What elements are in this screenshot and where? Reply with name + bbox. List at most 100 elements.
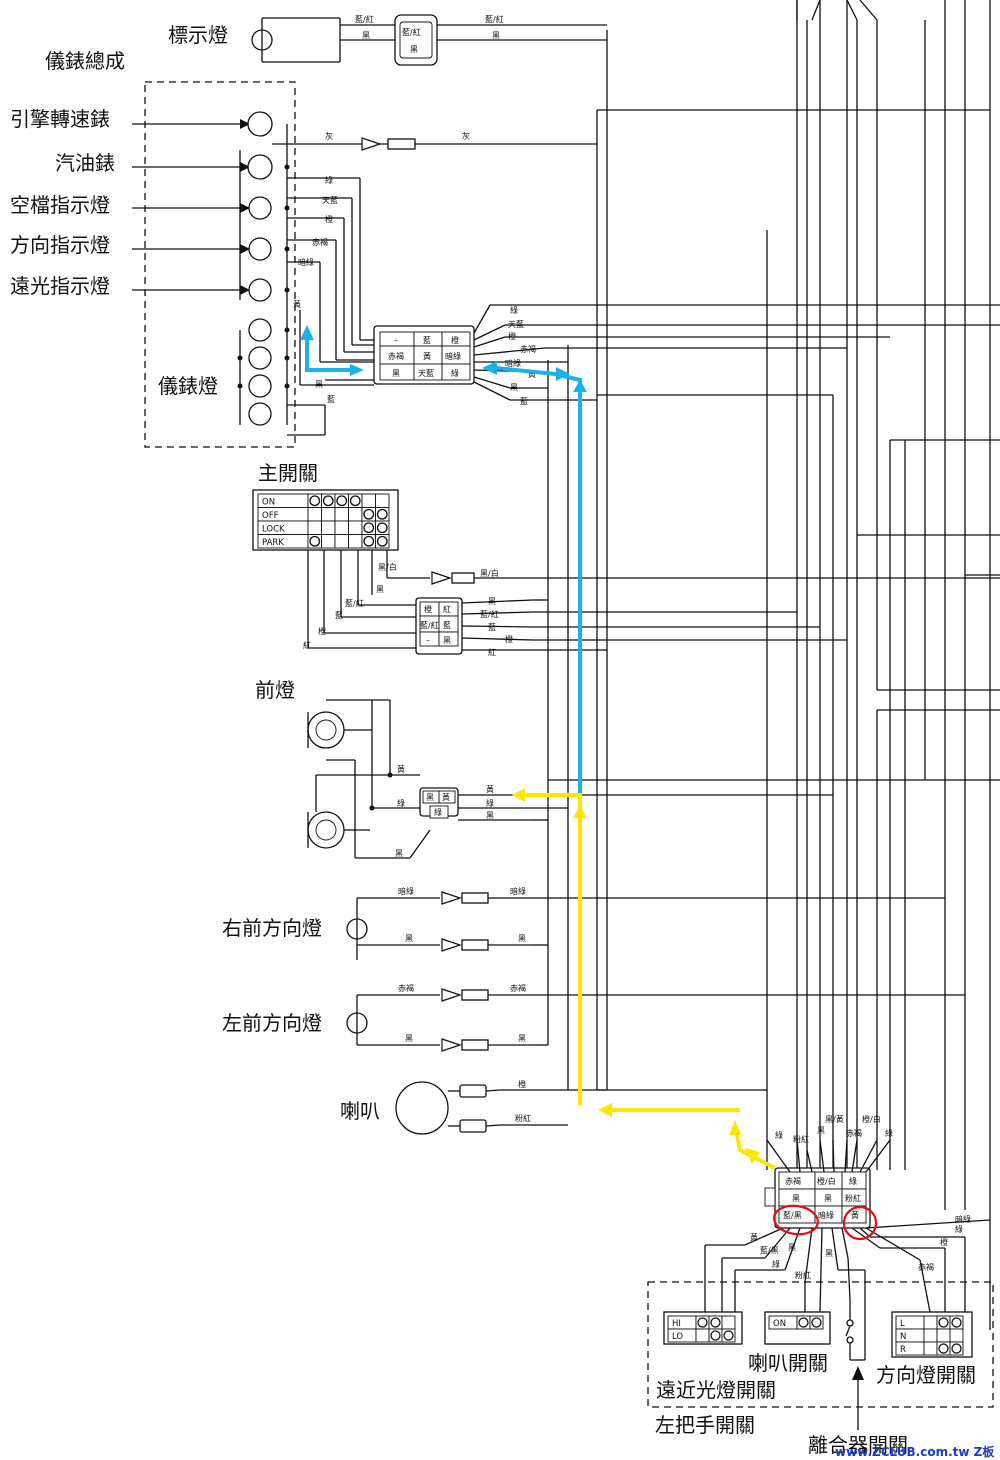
headlight-label: 前燈 — [255, 678, 295, 702]
svg-text:空檔指示燈: 空檔指示燈 — [10, 193, 110, 217]
svg-text:黑: 黑 — [362, 31, 370, 40]
svg-text:藍/紅: 藍/紅 — [420, 620, 439, 630]
svg-text:黑: 黑 — [395, 849, 403, 858]
high-beam-icon — [248, 278, 272, 302]
svg-text:黑: 黑 — [405, 1034, 413, 1043]
switch-row-label: LO — [672, 1332, 683, 1342]
switch-row-label: R — [900, 1345, 906, 1355]
svg-text:藍: 藍 — [335, 610, 343, 620]
svg-text:遠光指示燈: 遠光指示燈 — [10, 274, 110, 298]
svg-text:遠近光燈開關: 遠近光燈開關 — [656, 1378, 776, 1402]
meter-lamp-3-icon — [248, 374, 272, 398]
meter-connector: – 藍 橙 赤褐 黃 暗綠 黑 天藍 綠 綠 天藍 橙 赤褐 暗綠 黃 黑 藍 — [373, 304, 597, 406]
switch-row-label: PARK — [262, 538, 284, 548]
svg-text:藍: 藍 — [443, 620, 451, 630]
svg-text:粉紅: 粉紅 — [793, 1134, 809, 1144]
svg-text:引擎轉速錶: 引擎轉速錶 — [10, 107, 110, 131]
main-switch-label: 主開關 — [258, 461, 318, 485]
svg-text:黑: 黑 — [824, 1194, 832, 1203]
svg-text:黑: 黑 — [492, 31, 500, 40]
contact-dot — [938, 1317, 949, 1328]
svg-text:黑/白: 黑/白 — [378, 562, 397, 572]
svg-text:黑: 黑 — [518, 934, 526, 943]
svg-text:藍/紅: 藍/紅 — [480, 609, 499, 619]
turn-indicator-icon — [248, 237, 272, 261]
svg-text:粉紅: 粉紅 — [515, 1113, 531, 1123]
contact-dot — [710, 1317, 721, 1328]
contact-dot — [723, 1330, 734, 1341]
svg-text:–: – — [394, 336, 398, 345]
contact-dot — [363, 535, 375, 547]
switch-row-label: ON — [262, 498, 275, 508]
svg-text:赤褐: 赤褐 — [312, 237, 328, 247]
svg-text:綠: 綠 — [772, 1259, 780, 1269]
meter-assembly-border — [144, 81, 296, 448]
svg-text:方向指示燈: 方向指示燈 — [10, 233, 110, 257]
right-front-turn-group: 右前方向燈 暗綠 黑 暗綠 黑 — [222, 886, 533, 960]
svg-text:藍: 藍 — [520, 396, 528, 406]
svg-text:綠: 綠 — [434, 807, 442, 817]
svg-text:橙: 橙 — [508, 331, 516, 341]
svg-text:粉紅: 粉紅 — [795, 1270, 811, 1280]
contact-dot — [363, 522, 375, 534]
horn-icon — [395, 1081, 449, 1135]
svg-text:綠: 綠 — [397, 798, 405, 808]
contact-dot — [376, 535, 388, 547]
svg-text:黑: 黑 — [518, 1034, 526, 1043]
contact-dot — [363, 508, 375, 520]
svg-text:–: – — [426, 636, 430, 645]
svg-text:綠: 綠 — [955, 1224, 963, 1234]
meter-lamp-4-icon — [248, 402, 272, 426]
bus-lines — [490, 0, 1000, 1330]
svg-text:黑: 黑 — [486, 811, 494, 820]
contact-dot — [376, 522, 388, 534]
contact-dot — [798, 1317, 809, 1328]
svg-text:黑: 黑 — [410, 45, 418, 54]
tachometer-icon — [247, 111, 273, 137]
svg-text:黑: 黑 — [376, 585, 384, 594]
switch-row-label: HI — [672, 1319, 681, 1329]
switch-row-label: OFF — [262, 511, 279, 521]
svg-text:橙: 橙 — [318, 626, 326, 636]
horn-group: 喇叭 橙 粉紅 — [340, 1079, 531, 1135]
svg-text:汽油錶: 汽油錶 — [55, 151, 115, 175]
svg-text:赤褐: 赤褐 — [510, 983, 526, 993]
contact-dot — [322, 495, 334, 507]
svg-text:赤褐: 赤褐 — [520, 344, 536, 354]
svg-text:灰: 灰 — [325, 131, 333, 141]
svg-text:方向燈開關: 方向燈開關 — [876, 1363, 976, 1387]
svg-text:紅: 紅 — [488, 647, 496, 657]
svg-text:粉紅: 粉紅 — [845, 1193, 861, 1203]
svg-text:天藍: 天藍 — [508, 319, 524, 329]
left-handle-border — [647, 1281, 994, 1408]
watermark: www.ZCLUB.com.tw Z板 — [835, 1444, 995, 1459]
svg-text:黑: 黑 — [510, 383, 518, 392]
switch-row-label: ON — [773, 1319, 786, 1329]
svg-text:橙: 橙 — [424, 604, 432, 614]
svg-text:黑: 黑 — [426, 793, 434, 802]
svg-text:黑: 黑 — [315, 380, 323, 389]
svg-text:離合器開關: 離合器開關 — [808, 1433, 908, 1457]
svg-text:黑: 黑 — [825, 1249, 833, 1258]
svg-text:左把手開關: 左把手開關 — [655, 1413, 755, 1437]
svg-text:右前方向燈: 右前方向燈 — [222, 916, 322, 940]
svg-text:黑: 黑 — [443, 636, 451, 645]
svg-text:黑: 黑 — [405, 934, 413, 943]
svg-text:黑: 黑 — [792, 1194, 800, 1203]
svg-text:暗綠: 暗綠 — [505, 358, 521, 368]
contact-dot — [710, 1330, 721, 1341]
switch-row-label: N — [900, 1332, 906, 1342]
svg-text:儀錶燈: 儀錶燈 — [158, 374, 218, 398]
svg-text:藍/紅: 藍/紅 — [355, 14, 374, 24]
indicator-lamp-label: 標示燈 — [168, 23, 228, 47]
svg-text:暗綠: 暗綠 — [818, 1210, 834, 1220]
contact-dot — [376, 508, 388, 520]
svg-text:綠: 綠 — [325, 175, 333, 185]
headlight-group: 前燈 黃 綠 黑 黑 黃 綠 黃 綠 黑 — [255, 678, 548, 859]
contact-dot — [938, 1343, 949, 1354]
svg-text:橙: 橙 — [518, 1079, 526, 1089]
svg-text:灰: 灰 — [462, 131, 470, 141]
svg-text:橙/白: 橙/白 — [817, 1176, 836, 1186]
